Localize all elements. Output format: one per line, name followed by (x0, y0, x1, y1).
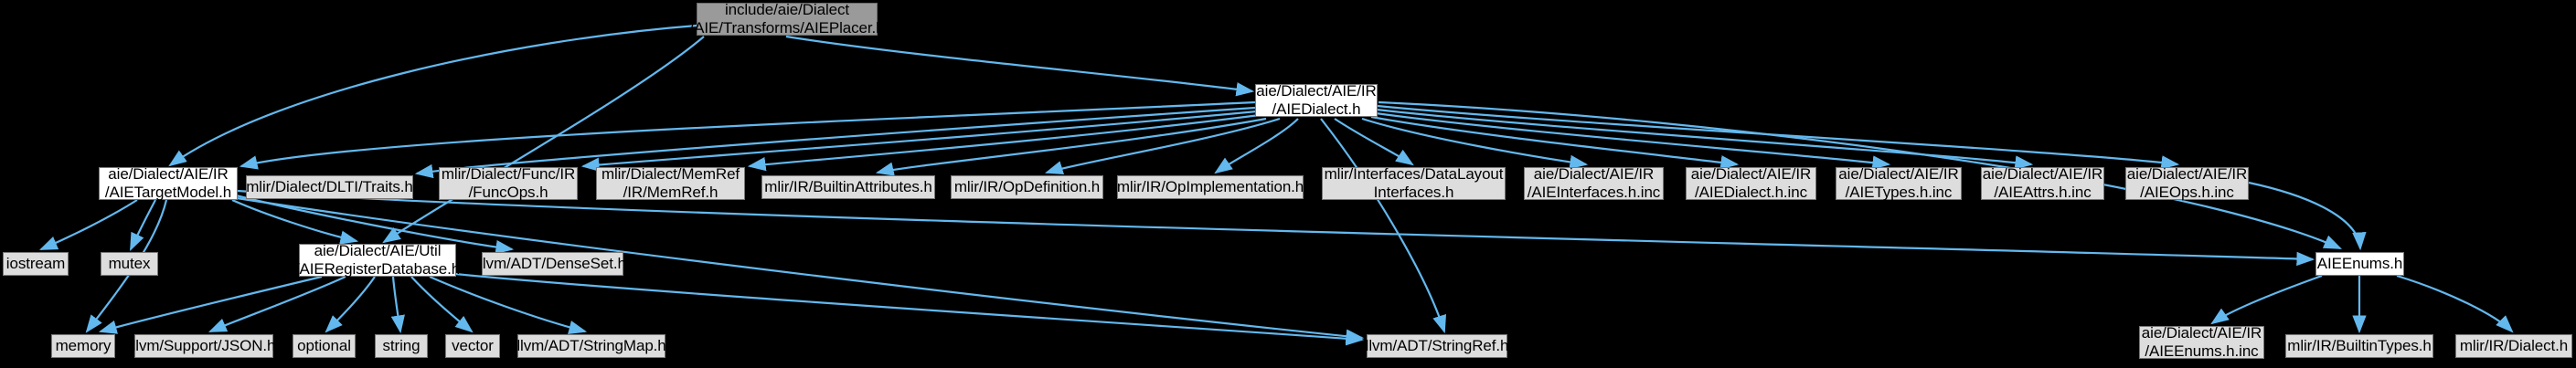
graph-node-n2[interactable]: aie/Dialect/AIE/IR /AIETargetModel.h (99, 165, 238, 201)
graph-node-n21[interactable]: llvm/Support/JSON.h (133, 334, 276, 358)
graph-node-n6[interactable]: mlir/IR/BuiltinAttributes.h (761, 175, 935, 199)
graph-edge (236, 196, 1365, 343)
graph-node-n1[interactable]: aie/Dialect/AIE/IR /AIEDialect.h (1255, 81, 1378, 118)
graph-edge (429, 275, 588, 335)
graph-node-n16[interactable]: mutex (101, 252, 158, 276)
graph-node-n7[interactable]: mlir/IR/OpDefinition.h (951, 175, 1103, 199)
graph-edge (580, 110, 1258, 172)
graph-node-n4[interactable]: mlir/Dialect/Func/IR /FuncOps.h (439, 165, 578, 201)
graph-edge (1378, 100, 2343, 250)
graph-edge (2396, 274, 2514, 333)
graph-node-n11[interactable]: aie/Dialect/AIE/IR /AIEDialect.h.inc (1686, 165, 1816, 201)
graph-edge (168, 24, 697, 167)
graph-edge (231, 198, 359, 245)
graph-edge (1370, 115, 1740, 170)
graph-node-n26[interactable]: llvm/ADT/StringRef.h (1366, 334, 1508, 358)
graph-node-n14[interactable]: aie/Dialect/AIE/IR /AIEOps.h.inc (2125, 164, 2249, 201)
graph-edge (130, 199, 156, 251)
graph-edge (785, 35, 1255, 97)
graph-node-n19[interactable]: AIEEnums.h (2315, 252, 2404, 276)
graph-edge (38, 199, 138, 251)
graph-node-n3[interactable]: mlir/Dialect/DLTI/Traits.h (246, 175, 413, 199)
graph-node-n28[interactable]: mlir/IR/BuiltinTypes.h (2285, 334, 2433, 358)
graph-edge (2248, 181, 2367, 251)
graph-edge (325, 276, 376, 333)
graph-node-n20[interactable]: memory (51, 334, 115, 358)
graph-edge (1320, 118, 1447, 334)
graph-edge (410, 276, 474, 333)
graph-node-n18[interactable]: llvm/ADT/DenseSet.h (479, 252, 626, 276)
graph-node-n27[interactable]: aie/Dialect/AIE/IR /AIEEnums.h.inc (2139, 324, 2264, 360)
graph-node-n10[interactable]: aie/Dialect/AIE/IR /AIEInterfaces.h.inc (1524, 165, 1664, 201)
graph-node-n15[interactable]: iostream (3, 252, 69, 276)
graph-node-n25[interactable]: llvm/ADT/StringMap.h (516, 334, 666, 358)
graph-edge (454, 272, 1365, 346)
graph-edge (382, 36, 705, 244)
graph-edge (239, 100, 1256, 170)
graph-edge (98, 275, 323, 334)
graph-node-n22[interactable]: optional (293, 334, 356, 358)
graph-node-n17[interactable]: aie/Dialect/AIE/Util /AIERegisterDatabas… (294, 241, 461, 278)
graph-edge (1377, 104, 2180, 170)
graph-node-n9[interactable]: mlir/Interfaces/DataLayout Interfaces.h (1322, 165, 1506, 201)
graph-node-n12[interactable]: aie/Dialect/AIE/IR /AIETypes.h.inc (1836, 165, 1962, 201)
graph-edge (208, 275, 346, 333)
graph-node-n5[interactable]: mlir/Dialect/MemRef /IR/MemRef.h (596, 165, 745, 201)
graph-edge (1214, 118, 1299, 174)
graph-node-n23[interactable]: string (375, 334, 428, 358)
graph-edge (1334, 118, 1414, 166)
graph-edge (1376, 108, 2034, 170)
graph-edge (1361, 117, 1589, 170)
graph-edge (2210, 274, 2323, 325)
graph-node-n13[interactable]: aie/Dialect/AIE/IR /AIEAttrs.h.inc (1981, 164, 2104, 201)
graph-edge (747, 113, 1261, 172)
graph-edge (414, 106, 1256, 179)
graph-edge (1044, 117, 1281, 175)
graph-node-n0[interactable]: include/aie/Dialect /AIE/Transforms/AIEP… (689, 0, 885, 37)
graph-node-n24[interactable]: vector (445, 334, 500, 358)
graph-edge (1375, 111, 1891, 170)
graph-edge (237, 189, 2315, 267)
graph-edge (390, 276, 405, 334)
graph-node-n29[interactable]: mlir/IR/Dialect.h (2455, 334, 2572, 358)
graph-edge (875, 117, 1267, 176)
graph-node-n8[interactable]: mlir/IR/OpImplementation.h (1117, 175, 1304, 199)
